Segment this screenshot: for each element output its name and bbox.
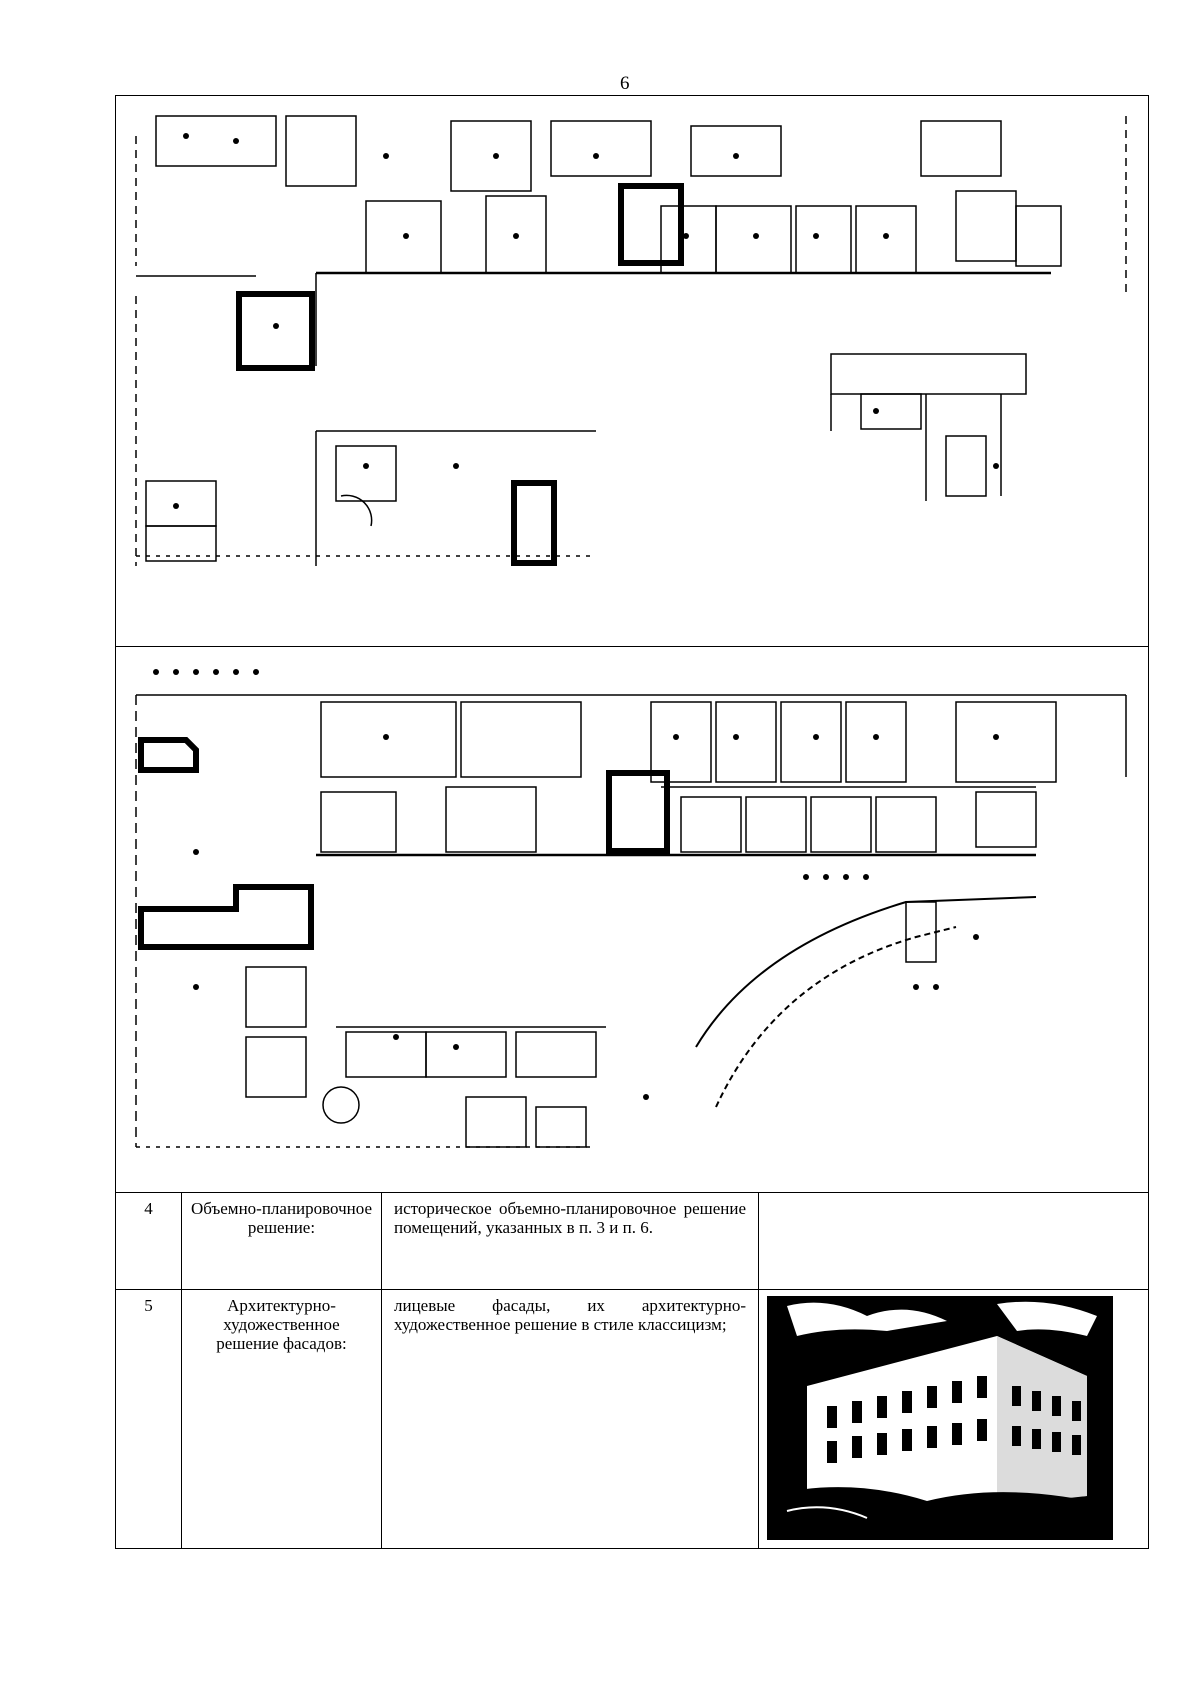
floor-plan-upper-drawing <box>135 115 1127 566</box>
row-image-cell <box>759 1193 1148 1289</box>
row-name: Архитектурно-художественное решение фаса… <box>182 1290 382 1548</box>
facade-photo <box>767 1296 1113 1540</box>
floor-plan-upper <box>116 96 1148 647</box>
floor-plan-lower <box>116 647 1148 1193</box>
row-number: 4 <box>116 1193 182 1289</box>
table-row: 5 Архитектурно-художественное решение фа… <box>116 1290 1148 1548</box>
page-number: 6 <box>620 73 630 94</box>
table-row: 4 Объемно-планировочное решение: историч… <box>116 1193 1148 1290</box>
document-table: 4 Объемно-планировочное решение: историч… <box>115 95 1149 1549</box>
row-name: Объемно-планировочное решение: <box>182 1193 382 1289</box>
row-description: историческое объемно-планировочное решен… <box>382 1193 759 1289</box>
floor-plan-lower-drawing <box>135 669 1127 1148</box>
row-description: лицевые фасады, их архитектурно-художест… <box>382 1290 759 1548</box>
row-number: 5 <box>116 1290 182 1548</box>
row-image-cell <box>759 1290 1148 1548</box>
